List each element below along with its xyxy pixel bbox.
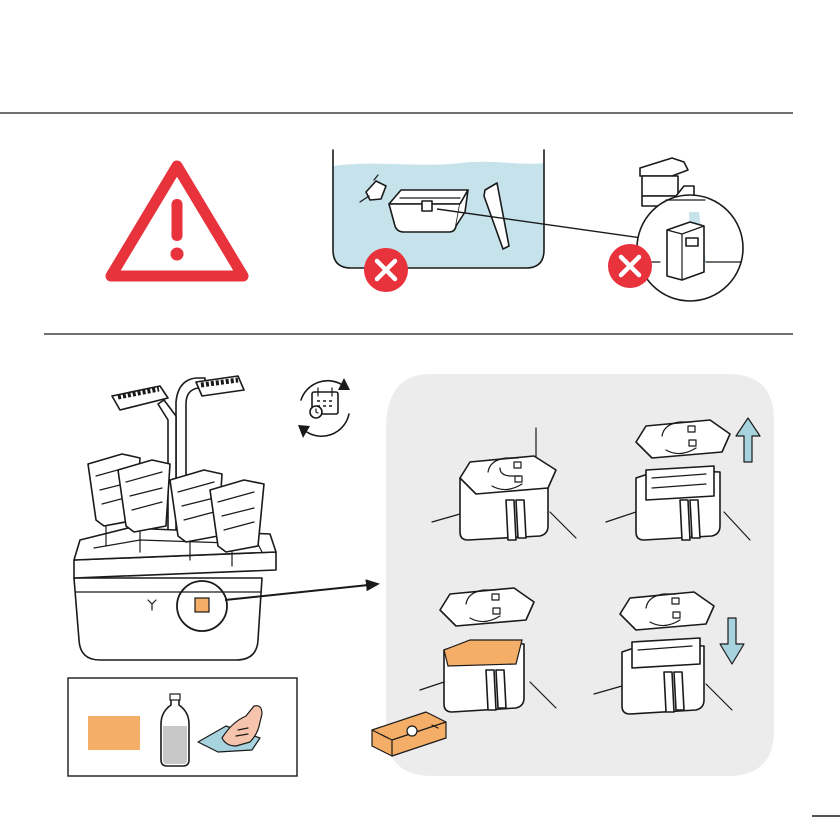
close-icon bbox=[608, 244, 652, 288]
float-tray bbox=[389, 190, 468, 232]
no-rinsing-under-tap bbox=[608, 158, 743, 301]
cleaning-supplies-box bbox=[68, 678, 297, 776]
warning-triangle-icon bbox=[111, 166, 243, 276]
new-sponge bbox=[88, 716, 140, 750]
no-submerging-parts bbox=[333, 150, 544, 292]
float-indicator bbox=[195, 598, 209, 612]
float-part-zoom bbox=[667, 222, 704, 280]
calendar-refresh-icon bbox=[298, 378, 350, 438]
close-icon bbox=[364, 248, 408, 292]
smart-garden-device bbox=[74, 376, 276, 660]
